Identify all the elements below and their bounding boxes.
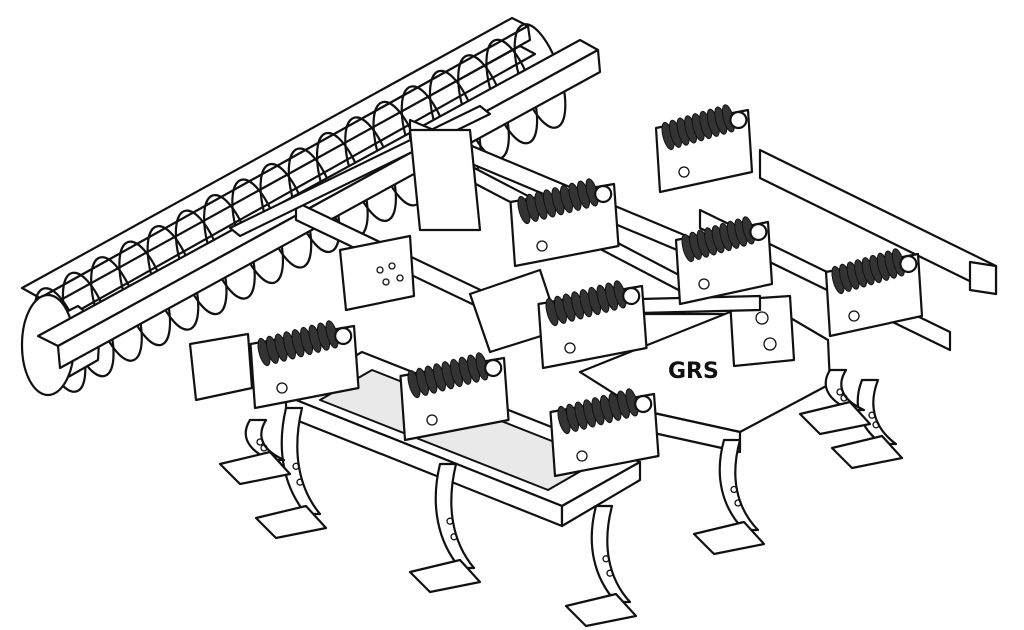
tine-bolt (730, 485, 738, 494)
spring-end-cap (594, 184, 613, 204)
tine (218, 418, 292, 486)
tine-bolt (260, 444, 268, 452)
tine (254, 406, 328, 540)
tine-bolt (446, 517, 454, 525)
tine-shank (856, 378, 898, 446)
packer-roller (20, 16, 567, 397)
diagonal-stay-2 (408, 128, 482, 232)
tine-bolt (296, 478, 304, 486)
spring-assembly (509, 178, 620, 268)
spring-assembly (674, 216, 774, 306)
tine (798, 368, 872, 436)
pivot-bolt (678, 166, 690, 178)
spring-end-cap (749, 222, 768, 242)
tine-shank (244, 418, 286, 462)
mast-pin (755, 311, 769, 325)
headstock-logo: GRS (668, 359, 719, 384)
spring-assembly (399, 352, 510, 442)
spring-assembly (249, 320, 360, 410)
tine-bolt (836, 388, 844, 396)
tine-shank (824, 368, 866, 412)
tine-share (254, 504, 328, 540)
tine-bolt (868, 411, 876, 419)
spring-end-cap (622, 286, 641, 306)
tine-share (218, 450, 292, 486)
tine-bolt (602, 555, 610, 563)
side-frame-end (968, 260, 998, 296)
pivot-bolt (576, 450, 588, 462)
spring-end-cap (899, 254, 918, 274)
bracket-hole (382, 278, 390, 286)
spring-assembly (654, 104, 754, 194)
left-brackets (188, 234, 562, 402)
bracket-hole (388, 262, 396, 270)
tine-shank (280, 406, 322, 516)
tine-bolt (450, 533, 458, 541)
tine-shank (590, 504, 632, 604)
tine-bolt (840, 394, 848, 402)
mast-pin (763, 337, 777, 351)
spring-end-cap (334, 326, 353, 346)
tine-bolt (256, 438, 264, 446)
tine-share (798, 400, 872, 436)
spring-end-cap (729, 110, 748, 130)
spring-end-cap (484, 358, 503, 378)
tine (564, 504, 638, 628)
tine-bolt (734, 499, 742, 507)
spring-assembly (537, 280, 648, 370)
pivot-bolt (276, 382, 288, 394)
pivot-bolt (698, 278, 710, 290)
tine-shank (434, 462, 476, 570)
spring-assembly (549, 388, 660, 478)
tine-share (564, 592, 638, 628)
tine (830, 378, 904, 470)
pivot-bolt (536, 240, 548, 252)
tine-share (830, 434, 904, 470)
tine-shank (718, 438, 760, 532)
left-bracket-1 (188, 332, 254, 402)
spring-assemblies (249, 104, 924, 478)
tine (692, 438, 766, 556)
left-bracket-2 (338, 234, 416, 312)
spring-assembly (824, 248, 924, 338)
pivot-bolt (564, 342, 576, 354)
tine (408, 462, 482, 594)
bracket-hole (376, 266, 384, 274)
spring-end-cap (634, 394, 653, 414)
pivot-bolt (848, 310, 860, 322)
bracket-hole (396, 274, 404, 282)
tine-bolt (606, 569, 614, 577)
subsoiler-tines (218, 368, 904, 628)
tine-bolt (292, 462, 300, 470)
tine-bolt (872, 421, 880, 429)
toolbar-side (560, 460, 642, 528)
tine-share (692, 520, 766, 556)
headstock-mast (728, 294, 796, 368)
pivot-bolt (426, 414, 438, 426)
tine-share (408, 558, 482, 594)
